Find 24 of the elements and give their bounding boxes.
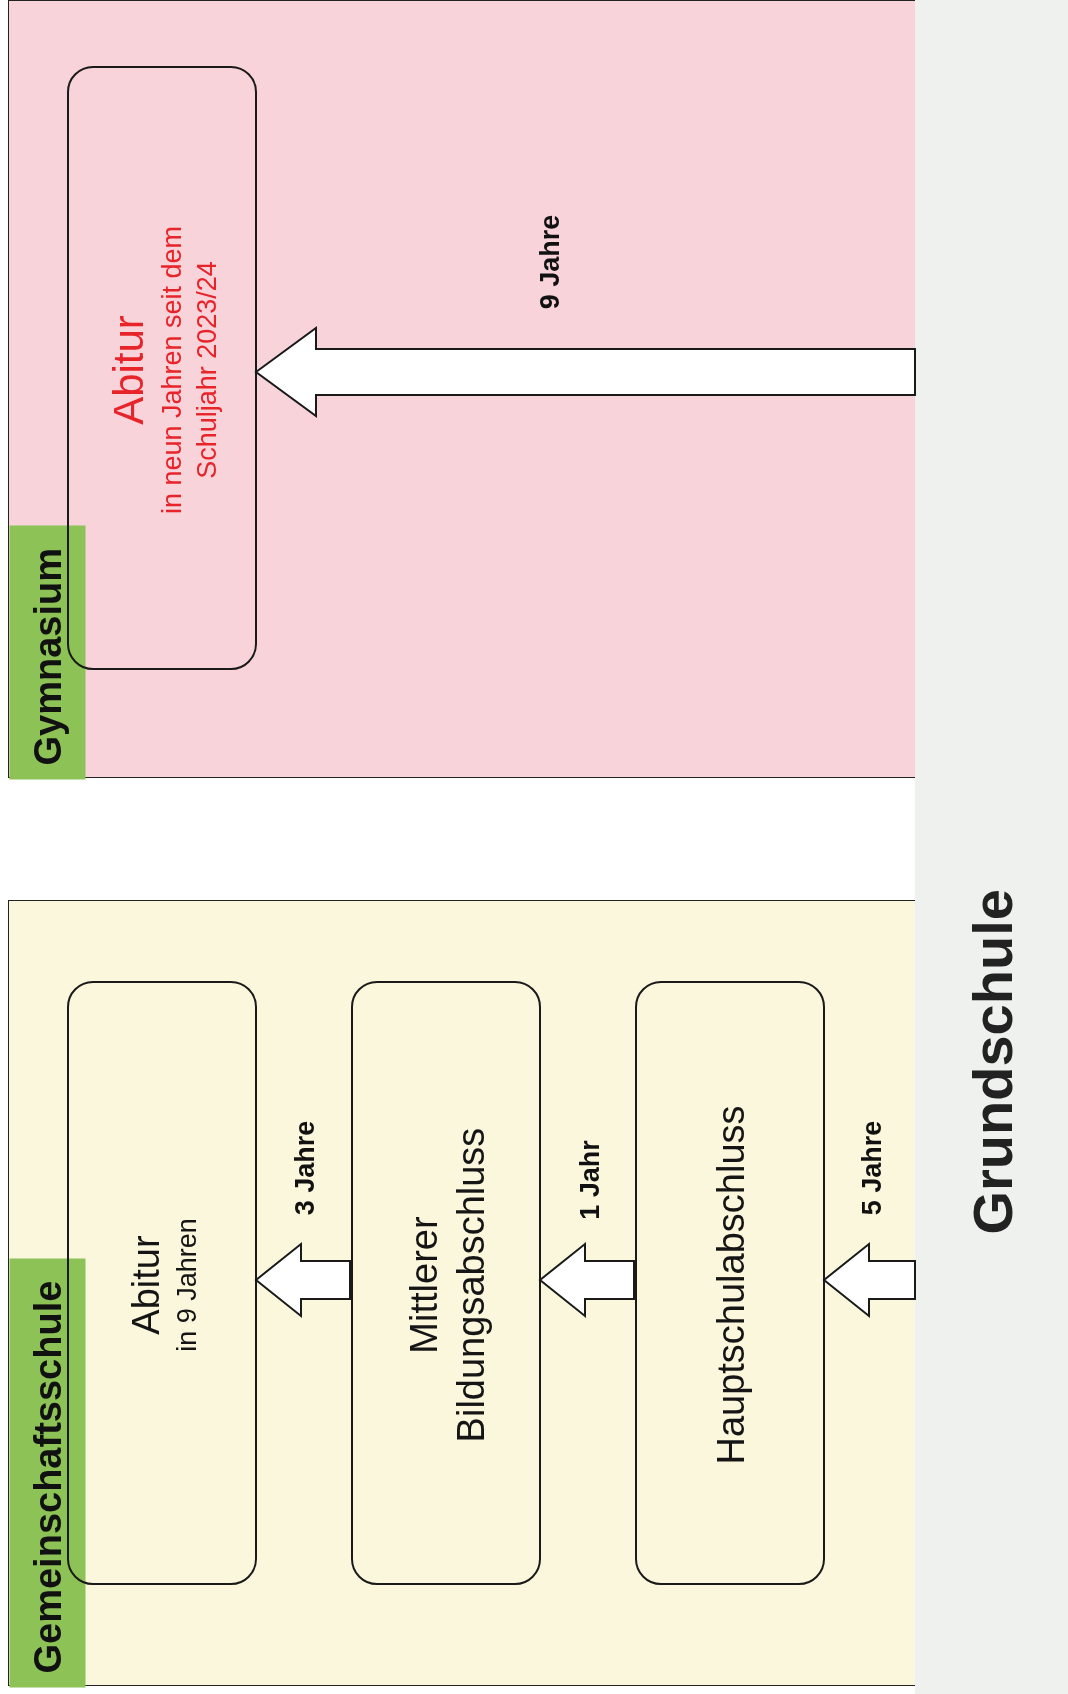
edge-label: 5 Jahre [856, 1120, 888, 1216]
school-band [915, 0, 1068, 1694]
edge-label: 1 Jahr [574, 1140, 606, 1220]
box-subtitle: in neun Jahren seit dem Schuljahr 2023/24 [156, 224, 224, 517]
box-subtitle: in 9 Jahren [171, 1218, 204, 1352]
qualification-box [635, 981, 825, 1585]
block-arrow [254, 1241, 351, 1319]
box-title: Abitur [103, 315, 153, 425]
section-tab: Gemeinschaftsschule [9, 1258, 85, 1687]
block-arrow [538, 1241, 635, 1319]
qualification-box [67, 981, 257, 1585]
edge-label: 9 Jahre [534, 214, 566, 310]
band-title: Grundschule [959, 888, 1024, 1234]
box-title: Hauptschulabschluss [709, 1105, 754, 1465]
school-panel [8, 900, 915, 1686]
qualification-box [351, 981, 541, 1585]
block-arrow [822, 1241, 916, 1319]
block-arrow [254, 326, 916, 418]
box-title: Abitur [123, 1235, 168, 1335]
edge-label: 3 Jahre [289, 1120, 321, 1216]
box-title: Mittlerer Bildungsabschluss [401, 1126, 493, 1445]
section-tab: Gymnasium [9, 525, 85, 779]
school-panel [8, 0, 915, 778]
qualification-box [67, 66, 257, 670]
